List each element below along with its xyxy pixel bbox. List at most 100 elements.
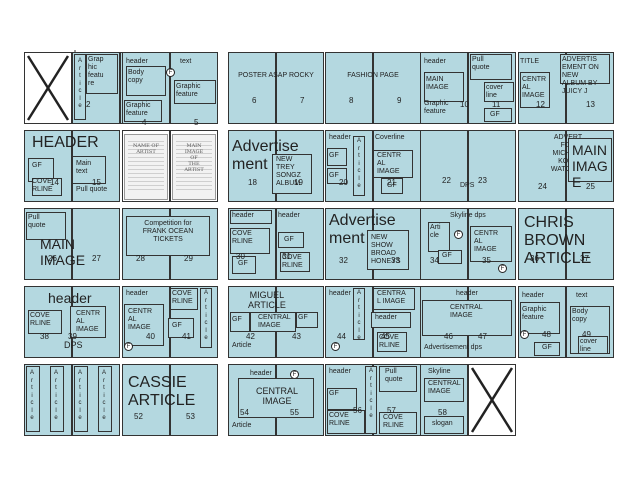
vertical-article-label: A r t i c l e xyxy=(53,370,58,421)
block-label: Graphic feature xyxy=(522,306,547,321)
page-number: 33 xyxy=(391,256,400,265)
block-label: Body copy xyxy=(572,308,588,323)
page-number: 46 xyxy=(444,332,453,341)
page-number: 58 xyxy=(438,408,447,417)
layout-box xyxy=(424,378,464,402)
layout-box xyxy=(26,212,66,240)
page-number: 23 xyxy=(478,176,487,185)
page-number: 18 xyxy=(248,178,257,187)
page-number: 38 xyxy=(40,332,49,341)
block-label: CENTRAL IMAGE xyxy=(256,386,299,406)
page xyxy=(566,208,614,280)
block-label: COVE RLINE xyxy=(282,254,303,269)
vertical-article-label: A r t i c l e xyxy=(203,290,208,341)
layout-box xyxy=(560,54,610,84)
page-number: 32 xyxy=(339,256,348,265)
layout-box xyxy=(353,136,365,196)
page-number: 28 xyxy=(136,254,145,263)
page-number: 6 xyxy=(252,96,257,105)
layout-box xyxy=(230,312,250,332)
page-number: 27 xyxy=(92,254,101,263)
page xyxy=(228,130,276,202)
vertical-article-label: A r t i c l e xyxy=(77,58,82,109)
block-label: CENTRA L IMAGE xyxy=(377,290,406,305)
block-label: GF xyxy=(329,172,339,179)
layout-box xyxy=(422,300,512,336)
page-number: 56 xyxy=(353,406,362,415)
layout-box xyxy=(230,210,272,224)
block-label: COVE RLINE xyxy=(383,414,404,429)
feature-marker-icon: F xyxy=(331,342,340,351)
layout-box xyxy=(327,388,357,410)
page xyxy=(518,130,566,202)
sketch-caption: NAME OF ARTIST xyxy=(133,143,159,155)
layout-box xyxy=(86,54,118,94)
block-label: TITLE xyxy=(520,58,540,65)
feature-marker-icon: F xyxy=(520,330,529,339)
page xyxy=(420,130,468,202)
block-label: header xyxy=(329,290,351,297)
layout-box xyxy=(124,100,162,122)
block-label: GF xyxy=(442,252,452,259)
page xyxy=(325,208,373,280)
block-label: HEADER xyxy=(32,134,99,151)
block-label: Arti cle xyxy=(430,224,441,239)
page-number: 2 xyxy=(86,100,91,109)
layout-box xyxy=(381,178,403,194)
block-label: COVE RLINE xyxy=(379,334,400,349)
layout-box xyxy=(124,304,164,346)
block-label: cover line xyxy=(486,84,504,99)
block-label: GF xyxy=(490,111,500,118)
block-label: Pull quote xyxy=(472,56,490,71)
layout-box xyxy=(377,332,407,352)
block-label: Main text xyxy=(76,160,92,175)
block-label: CENTR AL IMAGE xyxy=(377,152,402,175)
page-number: 35 xyxy=(482,256,491,265)
block-label: CENTR AL IMAGE xyxy=(76,310,101,333)
layout-box xyxy=(126,66,166,96)
page-number: 24 xyxy=(538,182,547,191)
block-label: MIGUEL ARTICLE xyxy=(248,290,286,310)
page xyxy=(228,52,276,124)
layout-box xyxy=(230,228,270,254)
block-label: header xyxy=(232,212,254,219)
layout-box xyxy=(379,412,417,434)
image-sketch-thumbnail xyxy=(74,50,76,52)
block-label: GF xyxy=(172,322,182,329)
block-label: Article xyxy=(232,342,252,349)
layout-box xyxy=(174,80,216,104)
layout-box xyxy=(470,226,512,262)
layout-box xyxy=(296,312,318,328)
layout-box xyxy=(70,306,106,338)
layout-box xyxy=(327,410,365,434)
page-number: 44 xyxy=(337,332,346,341)
block-label: header xyxy=(250,370,272,377)
layout-box xyxy=(578,336,608,354)
page-number: 52 xyxy=(134,412,143,421)
layout-box xyxy=(367,230,409,270)
layout-box xyxy=(438,250,462,264)
block-label: GF xyxy=(238,260,248,267)
layout-box xyxy=(200,288,212,348)
layout-box xyxy=(520,72,550,108)
block-label: Graphic feature xyxy=(126,102,151,117)
feature-marker-icon: F xyxy=(166,68,175,77)
page-number: 41 xyxy=(182,332,191,341)
block-label: CHRIS BROWN ARTICLE xyxy=(524,214,592,267)
page-number: 10 xyxy=(460,100,469,109)
